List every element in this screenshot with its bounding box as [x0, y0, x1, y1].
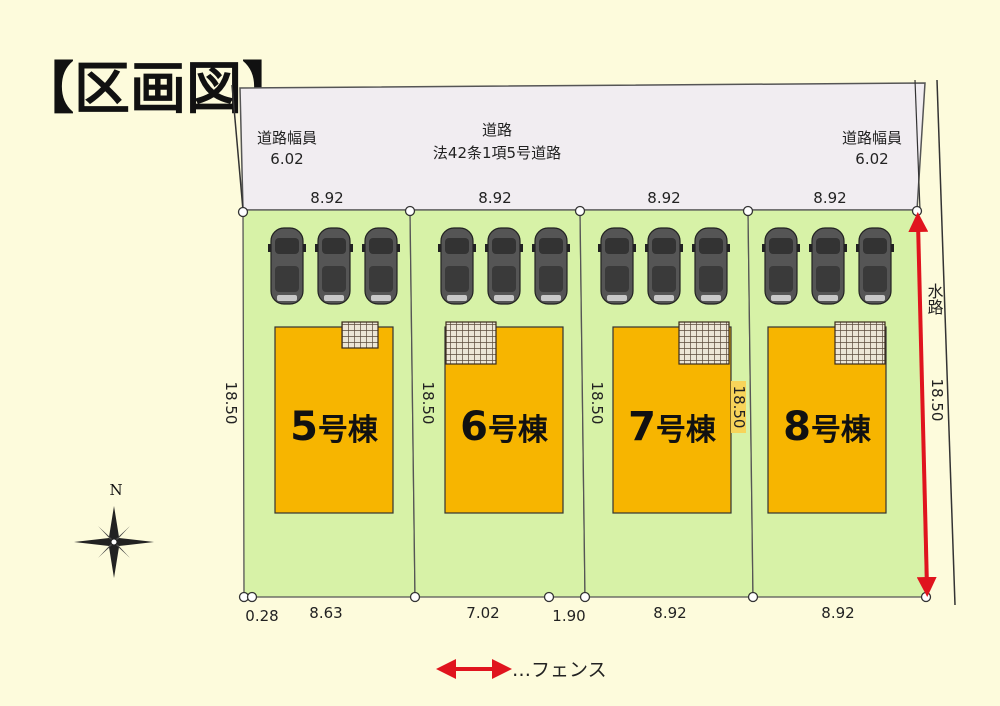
parking-5: [267, 227, 401, 305]
depth-5: 18.50: [222, 382, 240, 425]
road-width-value-right: 6.02: [855, 150, 888, 168]
waterway-boundary: [936, 79, 956, 606]
compass-north-label: N: [109, 481, 122, 499]
road-name: 道路: [482, 121, 512, 139]
frontage-7: 8.92: [647, 189, 680, 207]
rear-6-a: 7.02: [466, 604, 499, 622]
waterway-label: 水路: [925, 283, 944, 315]
rear-8: 8.92: [821, 604, 854, 622]
balcony-5: [341, 321, 379, 349]
boundary-markers: [237, 205, 932, 603]
rear-6-b: 1.90: [552, 607, 585, 625]
house-label-6: 6号棟: [460, 404, 549, 450]
depth-6: 18.50: [419, 382, 437, 425]
road-width-label-left: 道路幅員: [257, 129, 317, 147]
depth-7: 18.50: [588, 382, 606, 425]
road-width-label-right: 道路幅員: [842, 129, 902, 147]
compass-rose: [74, 506, 154, 578]
rear-5-b: 8.63: [309, 604, 342, 622]
rear-7: 8.92: [653, 604, 686, 622]
depth-8: 18.50: [928, 379, 946, 422]
depth-inner-highlight: [731, 381, 746, 433]
parking-6: [437, 227, 571, 305]
frontage-5: 8.92: [310, 189, 343, 207]
legend-fence-label: …フェンス: [512, 659, 607, 681]
depth-7-inner: 18.50: [730, 386, 748, 429]
balcony-6: [445, 321, 497, 365]
house-5: [274, 326, 394, 514]
parking-7: [597, 227, 731, 305]
road-width-value-left: 6.02: [270, 150, 303, 168]
house-label-5: 5号棟: [290, 404, 379, 450]
rear-5-a: 0.28: [245, 607, 278, 625]
balcony-8: [834, 321, 886, 365]
house-label-8: 8号棟: [783, 404, 872, 450]
road-designation: 法42条1項5号道路: [433, 144, 561, 162]
frontage-6: 8.92: [478, 189, 511, 207]
fence-arrow-boundary: [908, 212, 937, 597]
balcony-7: [678, 321, 730, 365]
parking-8: [761, 227, 895, 305]
frontage-8: 8.92: [813, 189, 846, 207]
house-label-7: 7号棟: [628, 404, 717, 450]
